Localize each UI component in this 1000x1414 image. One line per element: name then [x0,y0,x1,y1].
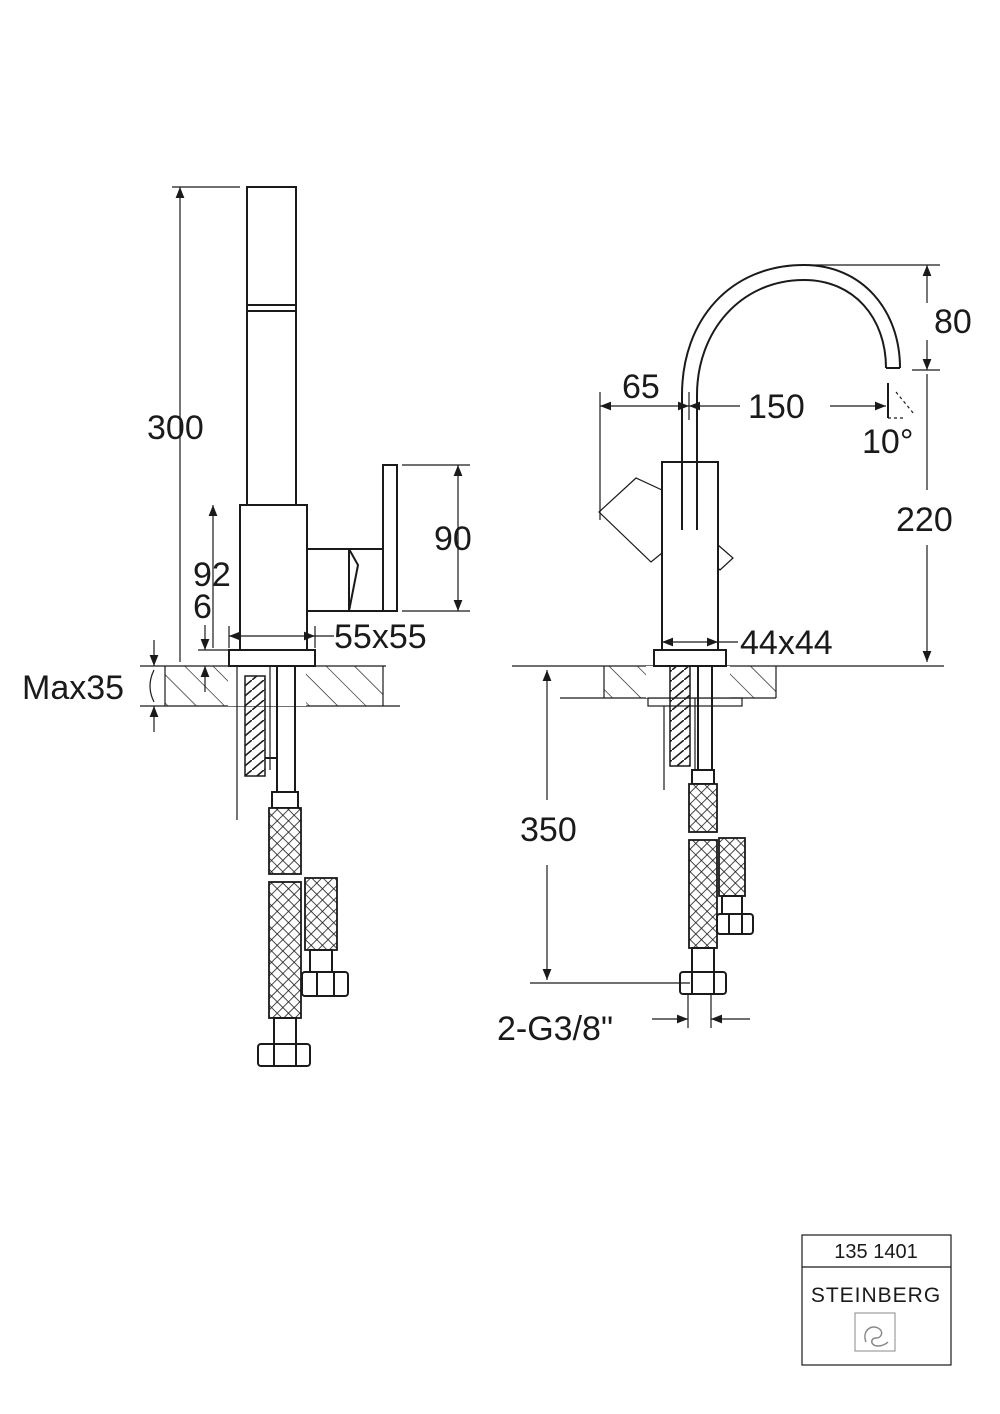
dim-92-label: 92 [193,556,231,594]
hose-secondary-right [716,837,754,935]
faucet-body [239,504,308,651]
dim-220-label: 220 [896,501,953,539]
dim-350: 350 [520,670,690,984]
faucet-body-front [661,461,719,651]
dim-92: 92 [193,505,231,648]
base-plate [228,649,316,667]
dim-55x55: 55x55 [228,618,427,656]
dim-max35: Max35 [22,640,159,732]
side-view: 300 90 92 6 55x55 [22,186,472,1067]
front-view: 80 65 150 10° 220 44x44 [497,263,972,1048]
mounting-shank-left [236,666,276,820]
mounting-shank-right [663,665,713,790]
dim-6: 6 [193,588,229,692]
tilt-indicator [887,383,915,419]
lever-handle [306,464,398,612]
gooseneck-spout [681,263,940,530]
title-block: 135 1401 STEINBERG [801,1234,952,1366]
dim-6-label: 6 [193,588,212,626]
dim-max35-label: Max35 [22,669,124,707]
dim-65-label: 65 [622,368,660,406]
dim-350-label: 350 [520,811,577,849]
brand-name: STEINBERG [811,1284,941,1307]
dim-10deg-label: 10° [862,423,913,461]
dim-65-150: 65 150 [599,368,886,520]
dim-g38-label: 2-G3/8" [497,1010,613,1048]
dim-150-label: 150 [748,388,805,426]
faucet-column [246,186,297,506]
hose-main-left [257,666,311,1067]
dim-80: 80 [922,265,972,370]
countertop-right [512,665,944,707]
dim-300-label: 300 [147,409,204,447]
steinberg-logo-icon [854,1312,896,1352]
dim-44x44: 44x44 [662,624,833,662]
hose-main-right [679,769,727,995]
dim-44x44-label: 44x44 [740,624,833,662]
dim-90-label: 90 [434,520,472,558]
dim-55x55-label: 55x55 [334,618,427,656]
hose-secondary-left [301,877,349,997]
countertop-left [140,665,400,707]
lever-rotation-outline [598,477,734,571]
article-number: 135 1401 [834,1241,917,1263]
dim-80-label: 80 [934,303,972,341]
dim-220: 220 [896,369,953,662]
dim-g38: 2-G3/8" [497,994,750,1048]
base-plate-front [653,649,727,667]
dim-90: 90 [402,464,472,612]
dim-300: 300 [147,186,240,662]
